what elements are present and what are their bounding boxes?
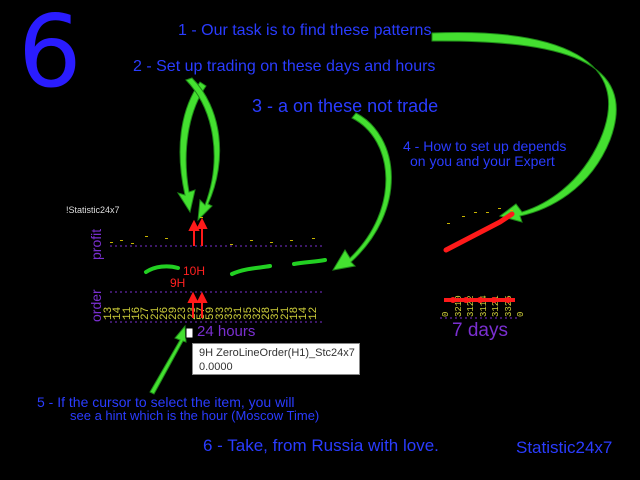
- annotation-5-line1: 5 - If the cursor to select the item, yo…: [37, 394, 295, 410]
- label-10h: 10H: [183, 264, 206, 278]
- days-label: 7 days: [452, 320, 508, 341]
- hours-label: 24 hours: [197, 323, 256, 340]
- highlight-arrows: [187, 217, 208, 318]
- annotation-3: 3 - a on these not trade: [252, 96, 439, 116]
- annotation-1: 1 - Our task is to find these patterns: [178, 22, 432, 39]
- annotation-2: 2 - Set up trading on these days and hou…: [133, 58, 436, 75]
- tooltip-value: 0.0000: [199, 361, 233, 373]
- arrow-icon: [176, 81, 207, 214]
- hover-tooltip: 9H ZeroLineOrder(H1)_Stc24x7 0.0000: [192, 343, 360, 375]
- tooltip-title: 9H ZeroLineOrder(H1)_Stc24x7: [199, 347, 355, 359]
- brand-label: Statistic24x7: [516, 438, 613, 457]
- annotation-5-line2: see a hint which is the hour (Moscow Tim…: [70, 408, 320, 423]
- annotation-4-line1: 4 - How to set up depends: [403, 138, 567, 154]
- arrow-icon: [185, 77, 221, 222]
- arrow-icon: [149, 324, 187, 395]
- weekly-chart: [440, 208, 518, 319]
- label-9h: 9H: [170, 276, 186, 290]
- arrow-icon: [431, 32, 617, 223]
- profit-marks: [110, 217, 315, 245]
- cursor-icon: [185, 327, 194, 339]
- annotation-4-line2: on you and your Expert: [410, 153, 555, 169]
- arrow-icon: [332, 112, 392, 271]
- step-number: 6: [18, 0, 82, 110]
- green-markers: [144, 258, 327, 276]
- indicator-title: !Statistic24x7: [66, 205, 120, 215]
- annotation-6: 6 - Take, from Russia with love.: [203, 436, 439, 455]
